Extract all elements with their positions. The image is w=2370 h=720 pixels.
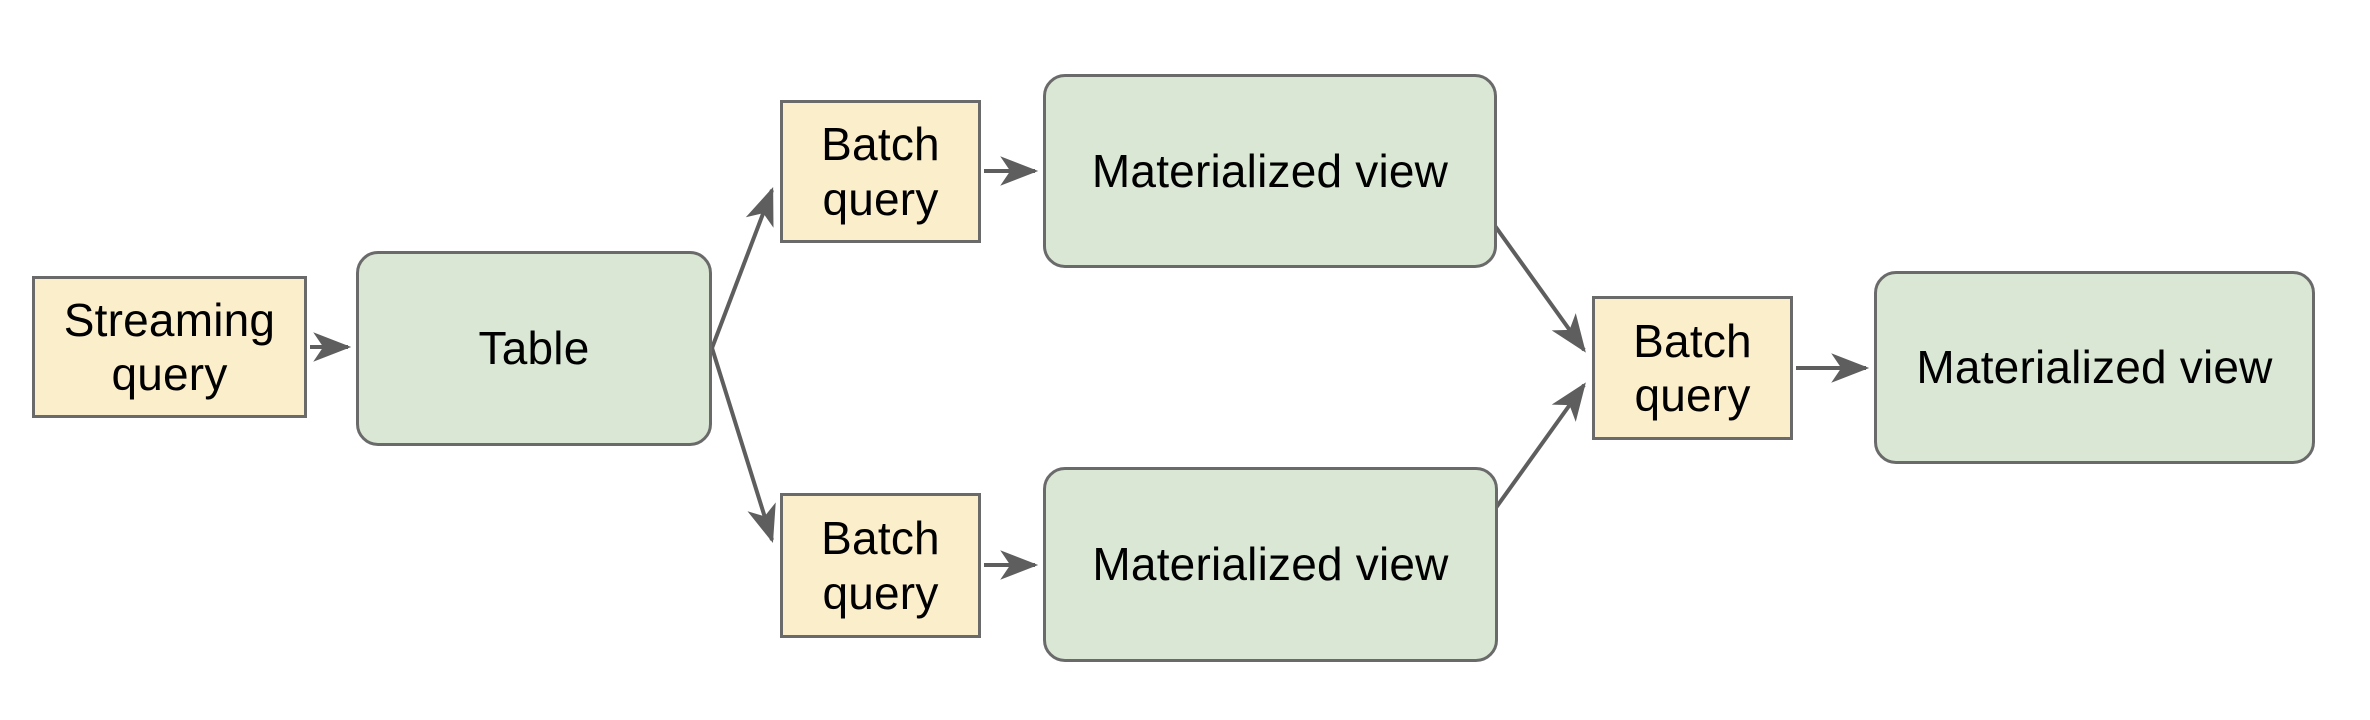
node-batch-query-bottom[interactable]: Batch query	[780, 493, 981, 638]
node-materialized-view-final[interactable]: Materialized view	[1874, 271, 2315, 464]
node-table[interactable]: Table	[356, 251, 712, 446]
node-batch-query-top-label: Batch query	[821, 118, 940, 225]
node-materialized-view-bottom-label: Materialized view	[1092, 538, 1449, 591]
node-batch-query-join[interactable]: Batch query	[1592, 296, 1793, 440]
edge-table-to-batch-top	[710, 187, 774, 349]
node-materialized-view-top[interactable]: Materialized view	[1043, 74, 1497, 268]
node-batch-query-top[interactable]: Batch query	[780, 100, 981, 243]
node-streaming-query-label: Streaming query	[63, 293, 276, 400]
edge-table-to-batch-bottom	[710, 347, 776, 544]
node-table-label: Table	[478, 322, 590, 375]
node-batch-query-join-label: Batch query	[1633, 314, 1752, 421]
node-materialized-view-final-label: Materialized view	[1916, 341, 2273, 394]
node-batch-query-bottom-label: Batch query	[821, 512, 940, 619]
node-materialized-view-top-label: Materialized view	[1091, 144, 1449, 197]
node-streaming-query[interactable]: Streaming query	[32, 276, 307, 418]
node-materialized-view-bottom[interactable]: Materialized view	[1043, 467, 1498, 662]
